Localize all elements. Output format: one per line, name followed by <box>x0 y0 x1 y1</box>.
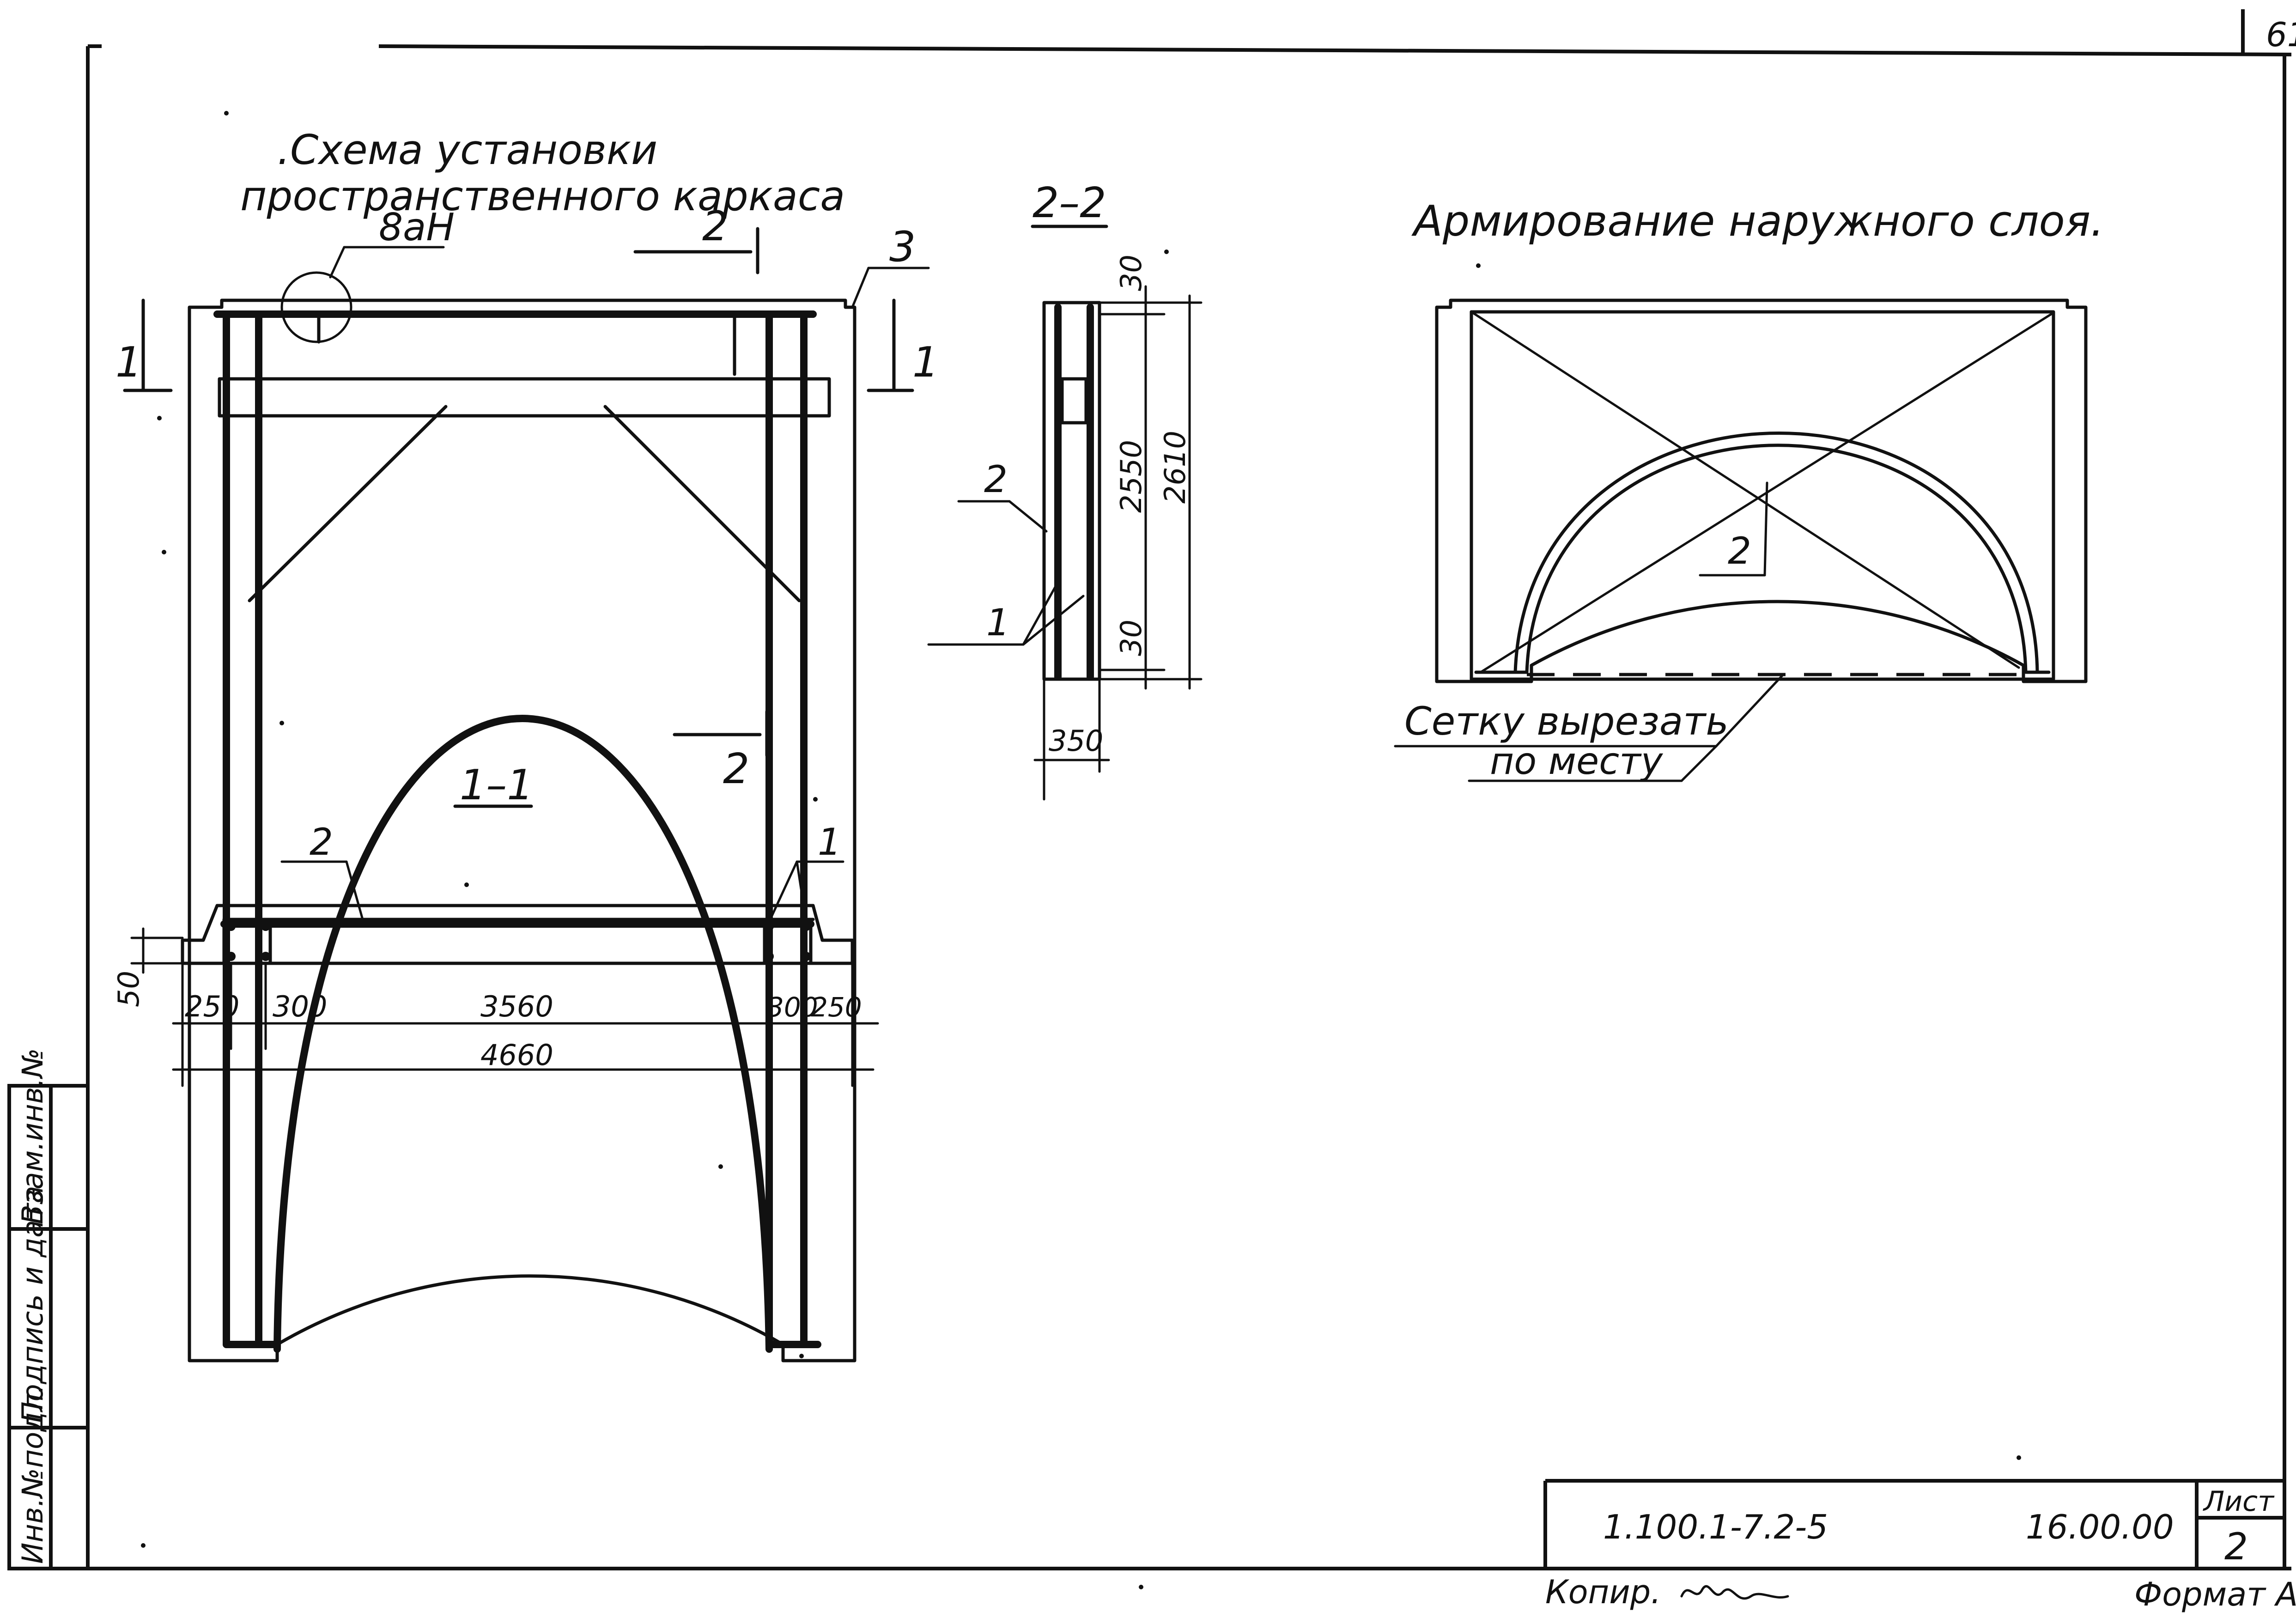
section-2-2-dim-bottom: 30 <box>1114 620 1148 656</box>
copier-signature <box>1680 1585 1789 1600</box>
detail-callout-circle <box>280 271 352 343</box>
section-2-2-item-1: 1 <box>986 601 1010 644</box>
scheme-title-line2: пространственного каркаса <box>240 172 845 220</box>
section-2-2-dim-width: 350 <box>1049 724 1103 758</box>
section-1-1-dim-0: 250 <box>185 990 239 1023</box>
section-2-2-dim-total: 2610 <box>1158 431 1192 504</box>
section-2-2-dim-top: 30 <box>1114 255 1148 291</box>
outer-layer-reinforcement: Армирование наружного слоя. 2 Сетку выре… <box>1394 196 2104 783</box>
section-1-left-mark: 1 <box>115 338 142 387</box>
scheme-callout-label: 8аН <box>379 206 455 249</box>
scan-specks <box>141 111 2021 1589</box>
section-1-1-title: 1–1 <box>460 761 534 809</box>
section-2-2-title: 2–2 <box>1033 179 1106 227</box>
side-stamp: Инв.№подл. Подпись и дата Взам.инв.№ <box>7 1048 90 1570</box>
section-2-2: 2–2 2 1 30 2550 2610 30 350 <box>927 179 1203 801</box>
sheet-label: Лист <box>2203 1485 2275 1518</box>
footer-format: Формат А <box>2134 1575 2296 1613</box>
section-1-1-dim-total: 4660 <box>480 1038 553 1072</box>
scheme-item-3: 3 <box>889 223 916 271</box>
section-2-bottom-mark: 2 <box>723 745 749 793</box>
outer-layer-item-2: 2 <box>1728 529 1751 572</box>
doc-code: 1.100.1-7.2-5 <box>1603 1508 1828 1546</box>
stamp-inventory-original: Инв.№подл. <box>16 1385 49 1564</box>
section-1-1-dim-3: 300 <box>767 991 818 1023</box>
title-block: 1.100.1-7.2-5 16.00.00 Лист 2 <box>1543 1479 2284 1569</box>
outer-layer-note-line1: Сетку вырезать <box>1404 699 1729 744</box>
section-1-1-dim-height: 50 <box>112 971 146 1007</box>
sheet-number: 2 <box>2224 1525 2248 1568</box>
outer-layer-note-line2: по месту <box>1490 740 1664 783</box>
section-1-1-item-1: 1 <box>818 821 841 864</box>
section-2-2-item-2: 2 <box>984 458 1008 501</box>
scheme-title-line1: .Схема установки <box>277 126 657 174</box>
stamp-signature-date: Подпись и дата <box>16 1186 49 1423</box>
section-1-1-item-2: 2 <box>310 821 333 864</box>
section-1-1-dim-1: 300 <box>273 990 327 1023</box>
series-code: 16.00.00 <box>2026 1508 2174 1546</box>
section-1-1-dim-4: 250 <box>811 991 862 1023</box>
frame-installation-scheme: .Схема установки пространственного карка… <box>115 126 939 1362</box>
section-2-top-mark: 2 <box>702 202 728 250</box>
section-1-right-mark: 1 <box>912 338 939 387</box>
stamp-replacement-inventory: Взам.инв.№ <box>16 1048 49 1224</box>
page-number: 61 <box>2266 15 2296 54</box>
section-1-1-dim-2: 3560 <box>480 990 553 1023</box>
section-1-1: 1–1 2 1 50 250 <box>112 761 879 1087</box>
footer-copied: Копир. <box>1545 1573 1661 1611</box>
section-2-2-dim-inner: 2550 <box>1114 440 1148 513</box>
outer-layer-title: Армирование наружного слоя. <box>1411 196 2104 246</box>
